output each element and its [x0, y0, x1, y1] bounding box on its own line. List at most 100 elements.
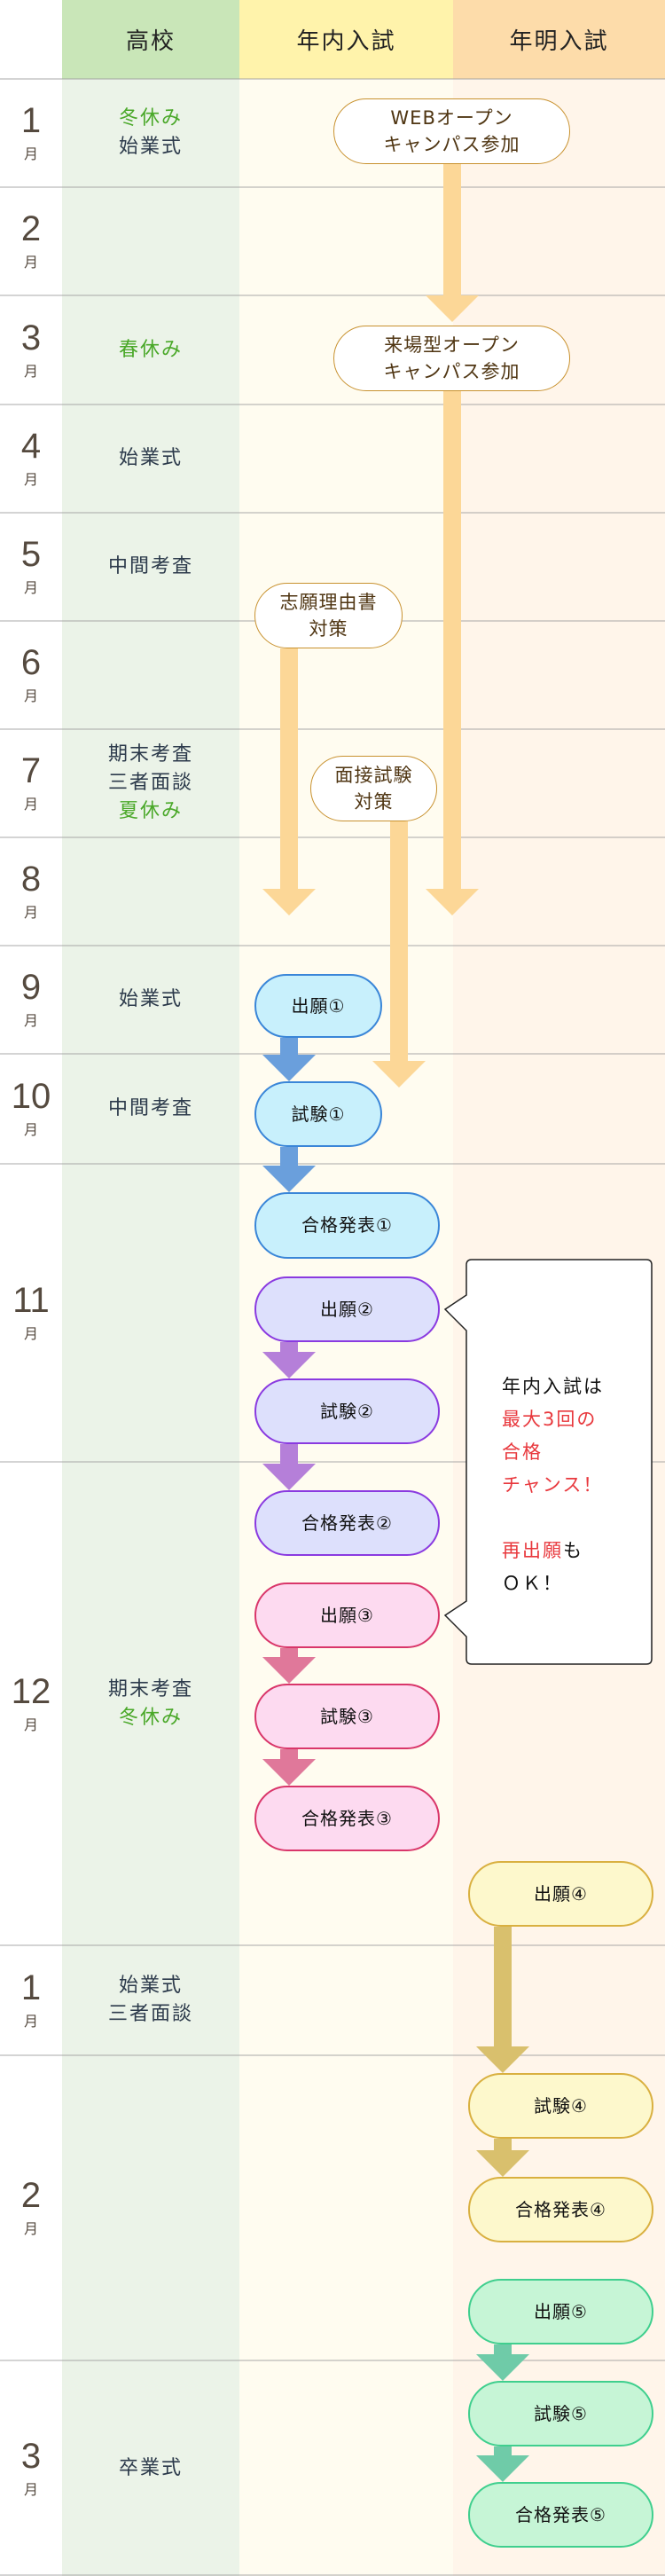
- school-events: 卒業式: [62, 2360, 239, 2576]
- event-label: 出願①: [291, 994, 346, 1017]
- callout-text: 年内入試は 最大3回の 合格 チャンス！ 再出願も ＯＫ！: [502, 1370, 604, 1600]
- event-pill[interactable]: 志願理由書対策: [254, 583, 403, 648]
- callout-red-text: 再出願: [502, 1540, 563, 1561]
- school-events: 期末考査三者面談夏休み: [62, 729, 239, 837]
- event-pill[interactable]: 合格発表③: [254, 1786, 440, 1851]
- school-event: 中間考査: [107, 1097, 193, 1119]
- school-event: 始業式: [118, 988, 183, 1010]
- callout-text-part: も: [563, 1540, 583, 1561]
- event-pill[interactable]: 試験⑤: [468, 2381, 653, 2446]
- event-pill[interactable]: 来場型オープンキャンパス参加: [333, 326, 570, 391]
- event-pill[interactable]: 合格発表⑤: [468, 2482, 653, 2548]
- arrow-down-icon: [494, 2139, 512, 2152]
- row-divider: [0, 836, 665, 838]
- month-unit: 月: [23, 362, 38, 380]
- event-pill[interactable]: 試験③: [254, 1684, 440, 1749]
- school-event: 三者面談: [107, 2003, 193, 2025]
- event-label: 合格発表②: [301, 1512, 393, 1534]
- arrow-down-icon: [280, 648, 298, 891]
- row-divider: [0, 2054, 665, 2056]
- arrow-down-icon: [494, 1927, 512, 2048]
- event-pill[interactable]: 面接試験対策: [310, 756, 437, 821]
- month-unit: 月: [23, 2480, 38, 2498]
- month-number: 11: [12, 1281, 50, 1320]
- arrow-down-icon: [280, 1749, 298, 1761]
- event-label: 出願③: [320, 1604, 374, 1626]
- row-divider: [0, 1053, 665, 1055]
- school-event: 期末考査: [107, 1677, 193, 1700]
- event-pill[interactable]: 出願④: [468, 1861, 653, 1927]
- school-event: 始業式: [118, 1975, 183, 1997]
- event-label: 出願②: [320, 1298, 374, 1320]
- month-unit: 月: [23, 796, 38, 813]
- arrow-head-icon: [426, 889, 479, 915]
- month-number: 4: [20, 427, 42, 466]
- callout-line: ＯＫ！: [502, 1573, 563, 1594]
- arrow-head-icon: [426, 295, 479, 322]
- event-label: 面接試験: [334, 765, 413, 786]
- month-number: 7: [20, 751, 42, 790]
- event-pill[interactable]: 合格発表②: [254, 1490, 440, 1556]
- event-pill[interactable]: 出願③: [254, 1583, 440, 1648]
- event-label: WEBオープン: [390, 107, 513, 129]
- event-label: 合格発表③: [301, 1807, 393, 1829]
- event-pill[interactable]: 出願⑤: [468, 2279, 653, 2344]
- arrow-down-icon: [390, 821, 408, 1063]
- arrow-down-icon: [280, 1038, 298, 1056]
- event-pill[interactable]: WEBオープンキャンパス参加: [333, 98, 570, 164]
- row-divider: [0, 1163, 665, 1165]
- arrow-head-icon: [476, 2150, 529, 2177]
- event-label: 合格発表①: [301, 1214, 393, 1236]
- event-pill[interactable]: 試験①: [254, 1081, 382, 1147]
- school-event: 春休み: [118, 338, 183, 361]
- month-number: 3: [20, 318, 42, 357]
- school-event: 中間考査: [107, 555, 193, 577]
- month-label: 12 月: [0, 1462, 62, 1945]
- school-event: 三者面談: [107, 772, 193, 794]
- arrow-down-icon: [280, 1147, 298, 1167]
- row-divider: [0, 2360, 665, 2361]
- school-events: 始業式: [62, 404, 239, 513]
- month-number: 2: [20, 209, 42, 248]
- school-column: [62, 0, 239, 2576]
- event-pill[interactable]: 合格発表①: [254, 1192, 440, 1259]
- callout-line: 最大3回の: [502, 1409, 598, 1430]
- header-nennai: 年内入試: [239, 0, 453, 79]
- month-unit: 月: [23, 2220, 38, 2237]
- callout-line: 年内入試は: [502, 1376, 604, 1397]
- event-pill[interactable]: 試験④: [468, 2073, 653, 2139]
- month-number: 1: [20, 1968, 42, 2007]
- row-divider: [0, 78, 665, 80]
- event-label: 対策: [309, 618, 348, 640]
- arrow-head-icon: [476, 2455, 529, 2482]
- month-unit: 月: [23, 1716, 38, 1733]
- arrow-head-icon: [262, 1464, 316, 1490]
- month-column: [0, 0, 62, 2576]
- row-divider: [0, 404, 665, 405]
- arrow-head-icon: [262, 1055, 316, 1081]
- school-events: 期末考査冬休み: [62, 1462, 239, 1945]
- event-pill[interactable]: 出願①: [254, 974, 382, 1038]
- month-number: 9: [20, 968, 42, 1007]
- event-label: 試験③: [320, 1705, 374, 1727]
- arrow-down-icon: [280, 1342, 298, 1354]
- event-pill[interactable]: 試験②: [254, 1378, 440, 1444]
- month-number: 12: [11, 1671, 51, 1711]
- event-label: キャンパス参加: [383, 134, 520, 155]
- event-label: 来場型オープン: [384, 334, 520, 356]
- arrow-head-icon: [262, 1657, 316, 1684]
- row-divider: [0, 512, 665, 514]
- event-pill[interactable]: 合格発表④: [468, 2177, 653, 2242]
- school-events: 中間考査: [62, 1054, 239, 1164]
- event-pill[interactable]: 出願②: [254, 1276, 440, 1342]
- event-label: 志願理由書: [279, 592, 378, 613]
